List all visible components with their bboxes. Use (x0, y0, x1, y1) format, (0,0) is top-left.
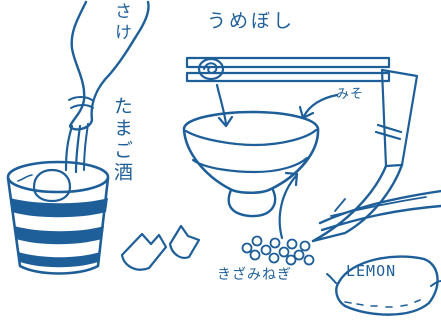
chopsticks-icon (185, 56, 391, 83)
miso-label: みそ (336, 87, 365, 102)
umeboshi-label: うめぼし (207, 10, 296, 32)
lemon-icon (326, 255, 441, 316)
sake-stream-icon (64, 123, 89, 174)
sake-bottle-icon (68, 0, 150, 131)
bowl-icon (182, 110, 320, 218)
kizaminegi-label: きざみねぎ (217, 267, 292, 283)
tamagozake-cup-icon (6, 160, 110, 275)
lemon-label: LEMON (346, 262, 397, 280)
knife-icon (311, 68, 419, 243)
chopped-green-onion-icon (241, 235, 315, 266)
arrow-down-icon (215, 83, 234, 128)
arrow-miso-icon (298, 93, 339, 120)
eggshell-icon (120, 224, 201, 271)
umeboshi-icon (197, 57, 225, 81)
green-onion-icon (318, 189, 441, 232)
arrow-negi-icon (278, 171, 299, 240)
tamagozake-label: たまご酒 (111, 96, 133, 184)
sake-label: さけ (111, 2, 131, 44)
